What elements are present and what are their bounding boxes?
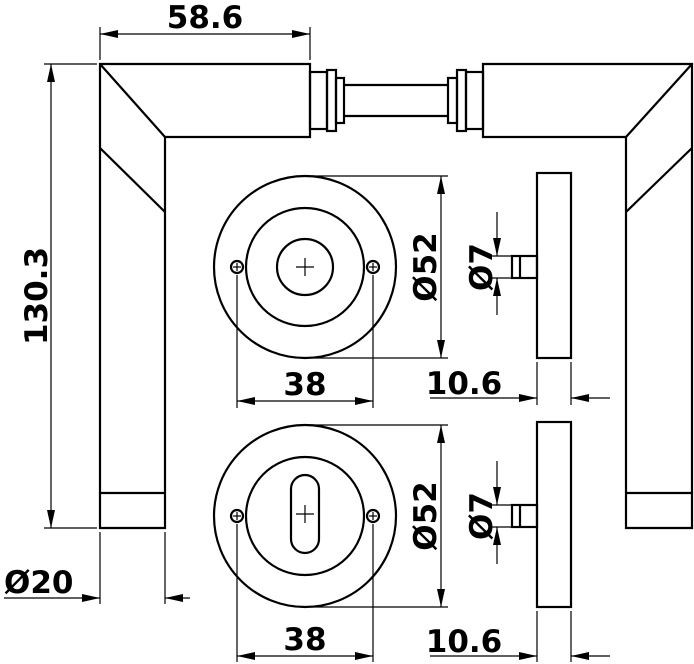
upper-rose-side-view xyxy=(510,171,573,360)
lower-rose-front-view xyxy=(212,423,398,609)
dimension-upper-pin-diameter xyxy=(492,212,512,315)
lower-rose-pitch-label: 38 xyxy=(283,622,326,658)
left-lever-handle xyxy=(98,62,346,530)
handle-diameter-label: Ø20 xyxy=(4,565,74,601)
upper-rose-front-view xyxy=(212,174,398,360)
dimension-lower-rose-diameter xyxy=(305,424,448,608)
dimension-handle-width xyxy=(99,27,311,60)
upper-rose-diameter-label: Ø52 xyxy=(408,232,444,302)
spindle xyxy=(344,83,448,118)
lower-pin-diameter-label: Ø7 xyxy=(464,492,500,540)
upper-pin-diameter-label: Ø7 xyxy=(464,243,500,291)
lower-rose-side-view xyxy=(510,420,573,609)
handle-height-label: 130.3 xyxy=(19,247,55,345)
dimension-upper-rose-diameter xyxy=(305,175,448,359)
dimension-upper-rose-thickness xyxy=(430,362,610,405)
lower-rose-diameter-label: Ø52 xyxy=(408,481,444,551)
handle-width-label: 58.6 xyxy=(167,0,244,36)
dimension-lower-rose-pitch xyxy=(236,524,374,662)
lower-rose-thickness-label: 10.6 xyxy=(426,624,503,660)
dimension-lower-pin-diameter xyxy=(492,461,512,564)
upper-rose-thickness-label: 10.6 xyxy=(426,366,503,402)
dimension-handle-height xyxy=(44,63,97,529)
dimension-upper-rose-pitch xyxy=(236,275,374,408)
right-lever-handle xyxy=(446,62,694,530)
dimension-lower-rose-thickness xyxy=(430,611,610,662)
dimension-handle-diameter xyxy=(4,532,190,604)
upper-rose-pitch-label: 38 xyxy=(283,367,326,403)
